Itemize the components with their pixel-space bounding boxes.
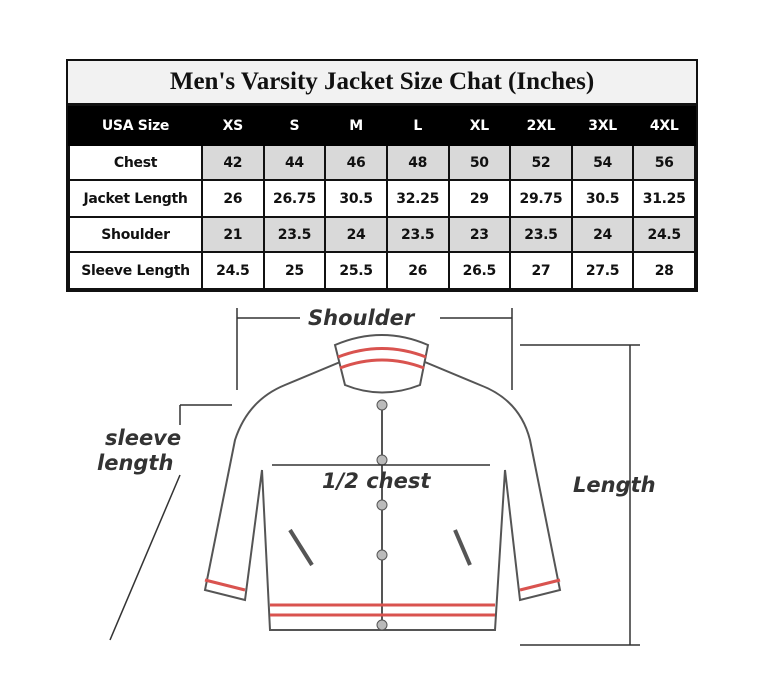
sleeve-label-line2: length xyxy=(97,451,173,475)
measurement-lines xyxy=(109,308,640,646)
size-l: L xyxy=(385,106,450,146)
cell: 23.5 xyxy=(509,216,573,253)
shoulder-label: Shoulder xyxy=(308,306,416,330)
cell: 44 xyxy=(262,144,327,181)
cell: 24.5 xyxy=(201,251,265,290)
size-3xl: 3XL xyxy=(570,106,635,146)
cell: 26.75 xyxy=(262,179,327,218)
cell: 30.5 xyxy=(324,179,388,218)
cell: 29 xyxy=(447,179,512,218)
chart-title: Men's Varsity Jacket Size Chat (Inches) xyxy=(68,61,696,106)
collar-stripes xyxy=(337,347,427,370)
row-label: Sleeve Length xyxy=(68,251,203,290)
size-xs: XS xyxy=(201,106,265,146)
row-label: Shoulder xyxy=(68,216,203,253)
snap-buttons xyxy=(376,399,388,631)
cell: 32.25 xyxy=(385,179,450,218)
size-xl: XL xyxy=(447,106,512,146)
cell: 21 xyxy=(201,216,265,253)
table-row-shoulder: Shoulder 21 23.5 24 23.5 23 23.5 24 24.5 xyxy=(68,216,696,253)
size-table: USA Size XS S M L XL 2XL 3XL 4XL Chest 4… xyxy=(68,106,696,290)
cell: 24 xyxy=(324,216,388,253)
sleeve-label-line1: sleeve xyxy=(105,426,181,450)
row-label: Jacket Length xyxy=(68,179,203,218)
cell: 31.25 xyxy=(632,179,696,218)
table-row-sleeve-length: Sleeve Length 24.5 25 25.5 26 26.5 27 27… xyxy=(68,251,696,290)
cell: 54 xyxy=(570,144,635,181)
cell: 26 xyxy=(201,179,265,218)
row-label: Chest xyxy=(68,144,203,181)
cell: 26.5 xyxy=(447,251,512,290)
table-row-chest: Chest 42 44 46 48 50 52 54 56 xyxy=(68,144,696,181)
length-label: Length xyxy=(573,473,656,497)
table-row-jacket-length: Jacket Length 26 26.75 30.5 32.25 29 29.… xyxy=(68,179,696,218)
cell: 29.75 xyxy=(509,179,573,218)
cell: 28 xyxy=(632,251,696,290)
cell: 42 xyxy=(201,144,265,181)
cell: 48 xyxy=(385,144,450,181)
size-2xl: 2XL xyxy=(509,106,573,146)
jacket-measurement-diagram: Shoulder sleeve length 1/2 chest Length xyxy=(97,306,656,646)
cell: 56 xyxy=(632,144,696,181)
cell: 30.5 xyxy=(570,179,635,218)
cell: 23 xyxy=(447,216,512,253)
cell: 46 xyxy=(324,144,388,181)
size-m: M xyxy=(324,106,388,146)
cell: 25 xyxy=(262,251,327,290)
cell: 27.5 xyxy=(570,251,635,290)
cell: 24.5 xyxy=(632,216,696,253)
cell: 27 xyxy=(509,251,573,290)
cell: 23.5 xyxy=(385,216,450,253)
size-s: S xyxy=(262,106,327,146)
cell: 23.5 xyxy=(262,216,327,253)
size-chart: Men's Varsity Jacket Size Chat (Inches) … xyxy=(66,59,698,292)
cell: 52 xyxy=(509,144,573,181)
cell: 25.5 xyxy=(324,251,388,290)
cell: 50 xyxy=(447,144,512,181)
waistband-stripes xyxy=(204,578,561,617)
size-4xl: 4XL xyxy=(632,106,696,146)
cell: 24 xyxy=(570,216,635,253)
header-label: USA Size xyxy=(68,106,203,146)
jacket-illustration xyxy=(203,334,562,631)
cell: 26 xyxy=(385,251,450,290)
half-chest-label: 1/2 chest xyxy=(322,469,431,493)
header-row: USA Size XS S M L XL 2XL 3XL 4XL xyxy=(68,106,696,146)
